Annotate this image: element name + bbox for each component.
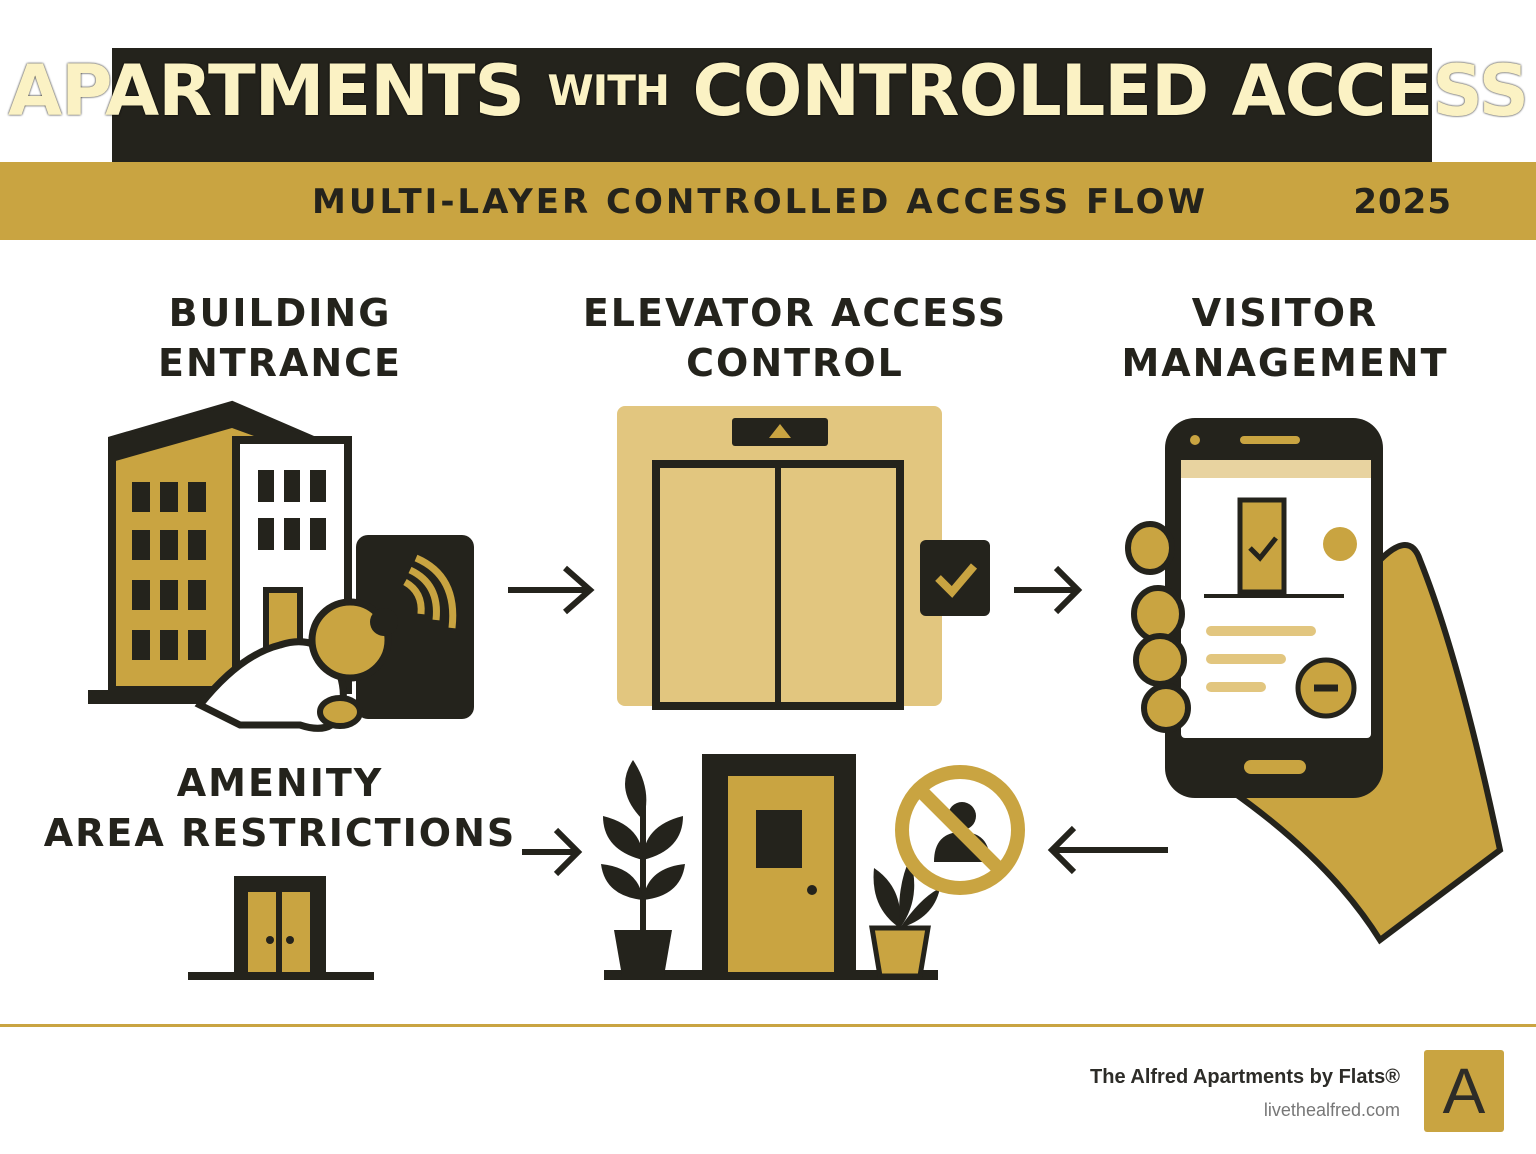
- step-4-line-2: AREA RESTRICTIONS: [43, 811, 517, 855]
- step-visitor-label: VISITOR MANAGEMENT: [1090, 288, 1480, 388]
- title-band: [112, 48, 1432, 166]
- step-building-entrance-label: BUILDING ENTRANCE: [80, 288, 480, 388]
- step-1-line-2: ENTRANCE: [158, 341, 402, 385]
- subtitle: MULTI-LAYER CONTROLLED ACCESS FLOW: [312, 182, 1209, 222]
- building-keyfob-icon: [88, 400, 474, 732]
- brand-url[interactable]: livethealfred.com: [1263, 1100, 1400, 1120]
- arrow-right-icon: [522, 827, 583, 877]
- plant-icon: [869, 858, 940, 979]
- step-2-line-1: ELEVATOR ACCESS: [582, 291, 1008, 335]
- footer-divider: [0, 1024, 1536, 1027]
- title-with: WITH: [547, 66, 670, 115]
- step-elevator-label: ELEVATOR ACCESS CONTROL: [560, 288, 1030, 388]
- brand-logo: A: [1424, 1050, 1504, 1132]
- page-title: APARTMENTS WITH CONTROLLED ACCESS: [0, 50, 1536, 132]
- arrow-right-icon: [508, 565, 595, 615]
- restricted-door-icon: [604, 754, 938, 980]
- double-door-icon: [188, 876, 374, 980]
- step-1-line-1: BUILDING: [168, 291, 392, 335]
- step-4-line-1: AMENITY: [176, 761, 384, 805]
- arrow-right-icon: [1014, 565, 1083, 615]
- title-part-2: CONTROLLED ACCESS: [692, 50, 1529, 132]
- plant-icon: [601, 760, 685, 976]
- step-2-line-2: CONTROL: [686, 341, 904, 385]
- step-3-line-1: VISITOR: [1191, 291, 1379, 335]
- no-entry-icon: [895, 765, 1025, 895]
- title-part-1: APARTMENTS: [7, 50, 525, 132]
- step-3-line-2: MANAGEMENT: [1121, 341, 1449, 385]
- arrow-left-icon: [1047, 825, 1168, 875]
- year-label: 2025: [1353, 182, 1452, 222]
- subtitle-bar: MULTI-LAYER CONTROLLED ACCESS FLOW 2025: [0, 162, 1536, 240]
- elevator-icon: [617, 406, 990, 710]
- step-amenity-label: AMENITY AREA RESTRICTIONS: [40, 758, 520, 858]
- phone-in-hand-icon: [1125, 418, 1504, 945]
- brand-name: The Alfred Apartments by Flats®: [1090, 1066, 1400, 1088]
